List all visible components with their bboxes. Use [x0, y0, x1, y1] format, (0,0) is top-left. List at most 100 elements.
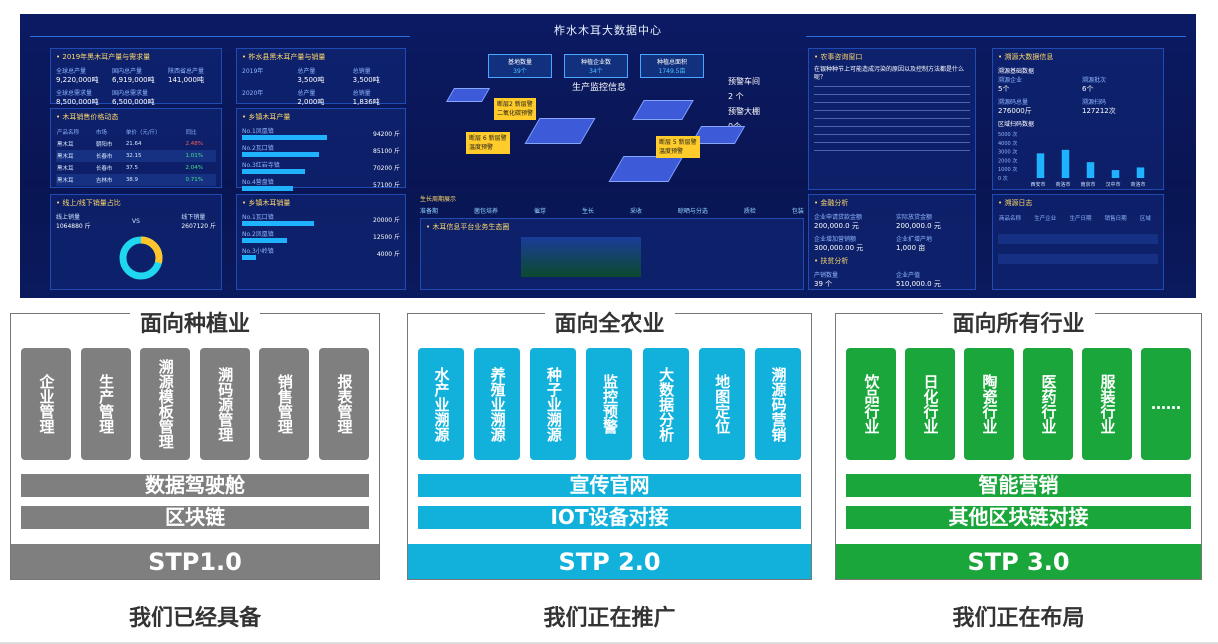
cycle-step[interactable]: 催芽: [533, 208, 546, 215]
bar-fill: [242, 221, 314, 226]
band-official-site: 宣传官网: [418, 474, 801, 497]
vs-label: VS: [132, 217, 140, 225]
feature-tile[interactable]: 溯源模板管理: [140, 348, 191, 460]
bar-label: No.3小岭镇: [242, 248, 274, 255]
consult-question: 在银种种节上可能造成污染的原因以及控制方法都是什么呢？: [814, 66, 965, 81]
cycle-step[interactable]: 质检: [743, 208, 756, 215]
feature-tile[interactable]: 监控预警: [586, 348, 633, 460]
chart-bar: [1086, 162, 1095, 178]
bar-value: 85100 斤: [373, 147, 400, 155]
online-label: 线上销量: [56, 214, 81, 221]
feature-tile[interactable]: 溯码源管理: [199, 348, 250, 460]
y-tick-label: 1000 次: [998, 166, 1017, 173]
bar-fill: [242, 238, 287, 243]
feature-tile[interactable]: 日化行业: [905, 348, 955, 460]
bar-fill: [242, 169, 305, 174]
feature-tile[interactable]: 生产管理: [80, 348, 131, 460]
feature-tile[interactable]: 医药行业: [1023, 348, 1073, 460]
cycle-step[interactable]: 准备期: [420, 208, 439, 215]
version-label: STP1.0: [11, 544, 379, 579]
chart-bar: [1111, 170, 1120, 178]
bar-value: 94200 斤: [373, 130, 400, 138]
x-tick-label: 西安市: [1031, 181, 1046, 188]
feature-tile[interactable]: 报表管理: [318, 348, 369, 460]
online-value: 1064880 斤: [56, 223, 91, 230]
band-other-blockchain: 其他区块链对接: [846, 506, 1191, 529]
bar-label: No.1瓦口镇: [242, 214, 274, 221]
feature-tile[interactable]: 水产业溯源: [418, 348, 464, 460]
landscape-image: [521, 237, 641, 277]
panel-title: • 2019年黑木耳产量与需求量: [56, 53, 151, 61]
feature-tile[interactable]: 溯源码营销: [754, 348, 801, 460]
caption-ready: 我们已经具备: [128, 606, 261, 631]
stat-label: 国内总需求量: [112, 90, 149, 97]
building-icon: [524, 118, 596, 144]
stat-label: 国内总产量: [112, 68, 143, 75]
column-planting: 面向种植业 企业管理生产管理溯源模板管理溯码源管理销售管理报表管理 数据驾驶舱 …: [10, 306, 380, 580]
warning-card[interactable]: 断层2 新层警 二氧化碳预警: [494, 98, 537, 120]
feature-tile[interactable]: 陶瓷行业: [964, 348, 1014, 460]
feature-tiles: 水产业溯源养殖业溯源种子业溯源监控预警大数据分析地图定位溯源码营销: [418, 348, 801, 460]
x-tick-label: 南京市: [1081, 181, 1096, 188]
donut-chart: [119, 236, 163, 280]
stat-value: 6,500,000吨: [112, 98, 155, 106]
bar-fill: [242, 135, 327, 140]
warning-card[interactable]: 断层 5 新层警 温度预警: [656, 136, 700, 158]
cycle-step[interactable]: 菌包培养: [473, 208, 498, 215]
column-agriculture: 面向全农业 水产业溯源养殖业溯源种子业溯源监控预警大数据分析地图定位溯源码营销 …: [407, 306, 812, 580]
cycle-step[interactable]: 采收: [629, 208, 642, 215]
bar-fill: [242, 255, 257, 260]
panel-title: • 农事咨询窗口: [814, 53, 863, 61]
column-heading: 面向种植业: [129, 306, 261, 338]
feature-tile[interactable]: 饮品行业: [846, 348, 896, 460]
feature-tile[interactable]: 大数据分析: [642, 348, 689, 460]
panel-consult: • 农事咨询窗口 在银种种节上可能造成污染的原因以及控制方法都是什么呢？: [808, 48, 976, 190]
feature-tiles: 饮品行业日化行业陶瓷行业医药行业服装行业……: [846, 348, 1191, 460]
stat-label: 全球总需求量: [56, 90, 93, 97]
feature-tile[interactable]: 地图定位: [698, 348, 745, 460]
caption-planning: 我们正在布局: [952, 606, 1085, 631]
feature-tile[interactable]: ……: [1141, 348, 1191, 460]
version-label: STP 3.0: [836, 544, 1201, 579]
bar-value: 70200 斤: [373, 164, 400, 172]
feature-tile[interactable]: 服装行业: [1082, 348, 1132, 460]
column-heading: 面向全农业: [544, 306, 675, 338]
bar-fill: [242, 152, 319, 157]
feature-tile[interactable]: 种子业溯源: [530, 348, 577, 460]
dashboard-titlebar: 柞水木耳大数据中心: [20, 14, 1196, 44]
version-label: STP 2.0: [408, 544, 811, 579]
building-icon: [608, 156, 684, 182]
panel-ecosystem: • 木耳信息平台业务生态圈: [420, 218, 804, 290]
panel-title: • 金融分析: [814, 199, 849, 207]
cycle-step[interactable]: 生长: [581, 208, 594, 215]
feature-tile[interactable]: 销售管理: [259, 348, 310, 460]
panel-title: • 溯源日志: [998, 199, 1033, 207]
panel-title: • 乡镇木耳销量: [242, 199, 291, 207]
band-smart-marketing: 智能营销: [846, 474, 1191, 497]
cycle-step[interactable]: 晾晒与分选: [677, 208, 708, 215]
warning-card[interactable]: 断层 6 新层警 温度预警: [466, 132, 510, 154]
title-line-right: [806, 36, 1186, 37]
feature-tile[interactable]: 企业管理: [21, 348, 71, 460]
cycle-step[interactable]: 包装: [791, 208, 804, 215]
stat-value: 8,500,000吨: [56, 98, 99, 106]
consult-answer-text: [814, 86, 970, 156]
building-icon: [632, 100, 694, 120]
feature-tile[interactable]: 养殖业溯源: [474, 348, 521, 460]
